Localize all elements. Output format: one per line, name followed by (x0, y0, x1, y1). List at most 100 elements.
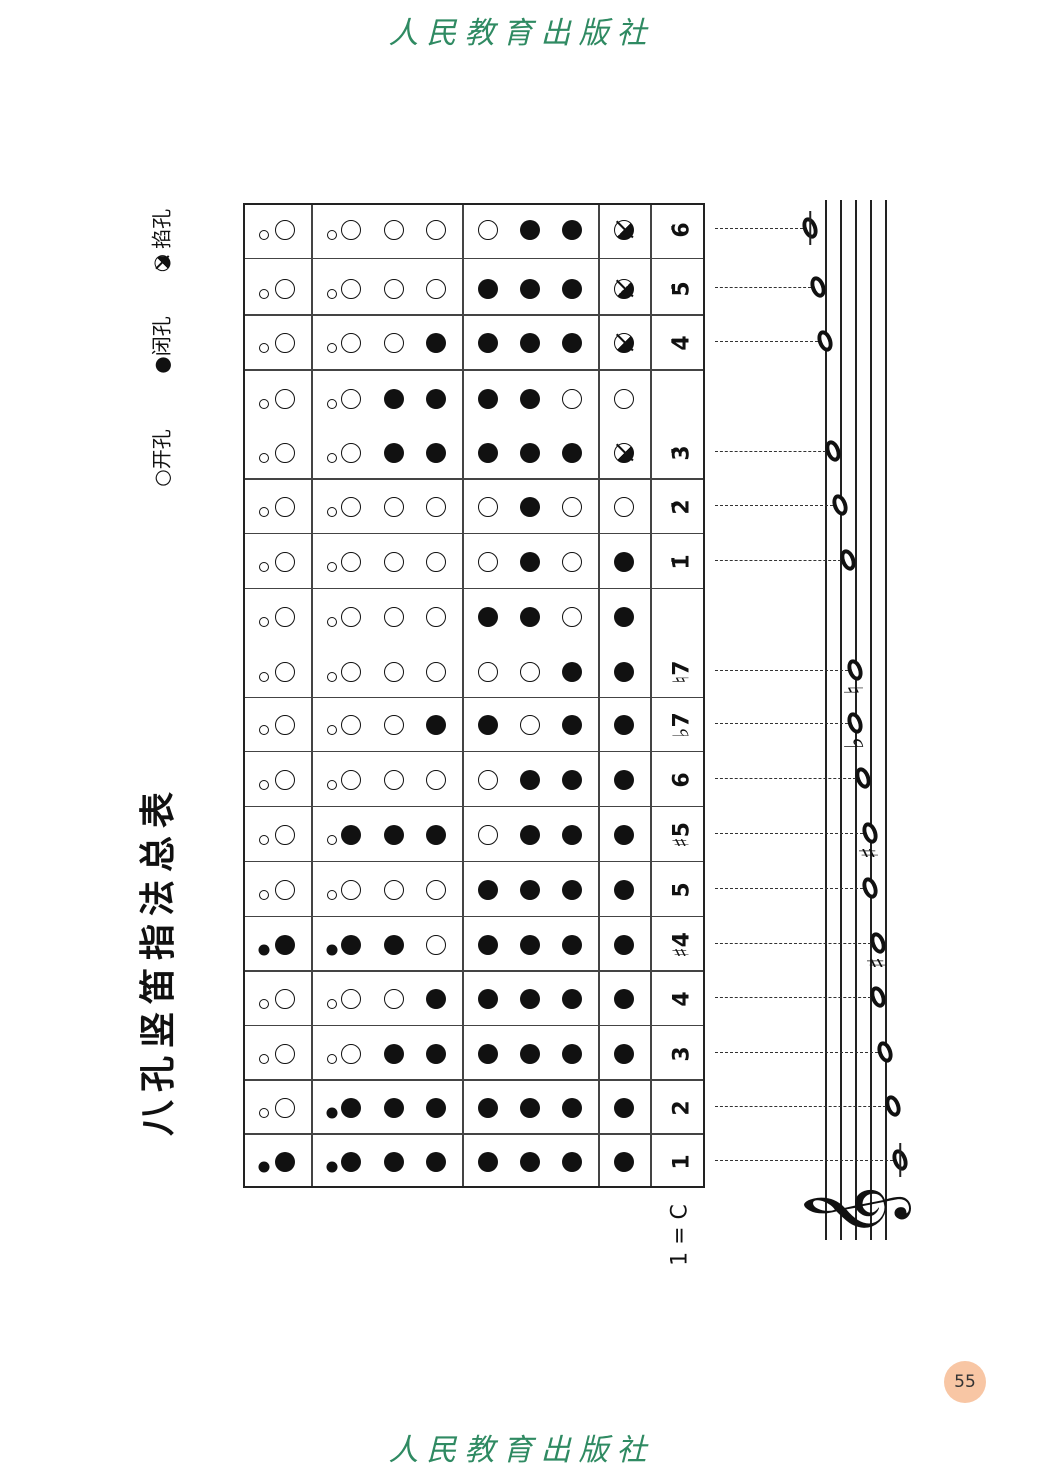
closed-hole-icon (341, 1098, 361, 1118)
open-hole-icon (520, 662, 540, 682)
open-hole-icon (562, 607, 582, 627)
open-hole-icon (426, 279, 446, 299)
closed-hole-icon (614, 825, 634, 845)
open-hole-icon (426, 935, 446, 955)
open-hole-icon (275, 552, 295, 572)
closed-hole-icon (562, 825, 582, 845)
closed-hole-icon (562, 333, 582, 353)
staff-line (885, 200, 887, 1240)
open-hole-icon (327, 890, 337, 900)
closed-hole-icon (426, 389, 446, 409)
open-hole-icon (327, 835, 337, 845)
note-label: 2̇ (669, 499, 695, 515)
staff-line (825, 200, 827, 1240)
open-hole-icon (259, 1108, 269, 1118)
guide-dashed-line (715, 997, 871, 998)
open-hole-icon (384, 552, 404, 572)
closed-hole-icon (520, 1152, 540, 1172)
open-hole-icon (275, 770, 295, 790)
open-hole-icon (259, 343, 269, 353)
note-label: 4̇ (669, 335, 695, 351)
closed-hole-icon (520, 935, 540, 955)
guide-dashed-line (715, 1160, 893, 1161)
open-hole-icon (327, 780, 337, 790)
note-label: ♮7 (669, 660, 695, 684)
closed-hole-icon (341, 825, 361, 845)
half-hole-icon (614, 333, 634, 353)
ledger-line (899, 1143, 901, 1177)
open-hole-icon (259, 725, 269, 735)
note-label: 1̇ (669, 554, 695, 570)
closed-hole-icon (426, 443, 446, 463)
closed-hole-icon (478, 333, 498, 353)
open-hole-icon (259, 562, 269, 572)
open-hole-icon (426, 220, 446, 240)
guide-dashed-line (715, 451, 826, 452)
closed-hole-icon (275, 935, 295, 955)
closed-hole-icon (426, 1044, 446, 1064)
open-hole-icon (275, 389, 295, 409)
closed-hole-icon (478, 279, 498, 299)
guide-dashed-line (715, 888, 863, 889)
guide-dashed-line (715, 341, 818, 342)
closed-hole-icon (478, 607, 498, 627)
row-divider (245, 860, 703, 862)
closed-hole-icon (520, 770, 540, 790)
open-hole-icon (341, 880, 361, 900)
open-hole-icon (384, 880, 404, 900)
open-hole-icon (259, 890, 269, 900)
open-hole-icon (259, 780, 269, 790)
open-hole-icon (384, 607, 404, 627)
open-hole-icon (341, 333, 361, 353)
closed-hole-icon (614, 607, 634, 627)
open-hole-icon (259, 230, 269, 240)
page-number: 55 (944, 1361, 986, 1403)
closed-hole-icon (341, 1152, 361, 1172)
closed-hole-icon (478, 389, 498, 409)
guide-dashed-line (715, 833, 863, 834)
row-divider (245, 970, 703, 972)
open-hole-icon (478, 220, 498, 240)
closed-hole-icon (326, 944, 338, 956)
open-hole-icon (327, 507, 337, 517)
closed-hole-icon (520, 497, 540, 517)
half-hole-icon (614, 443, 634, 463)
closed-hole-icon (562, 1152, 582, 1172)
whole-note (859, 875, 881, 901)
open-hole-icon (341, 279, 361, 299)
open-hole-icon (478, 552, 498, 572)
row-divider (245, 369, 703, 371)
open-hole-icon (341, 607, 361, 627)
closed-hole-icon (562, 279, 582, 299)
row-divider (245, 805, 703, 807)
guide-dashed-line (715, 670, 848, 671)
open-hole-icon (341, 552, 361, 572)
open-hole-icon (327, 1054, 337, 1064)
open-hole-icon (341, 1044, 361, 1064)
open-hole-icon (327, 617, 337, 627)
guide-dashed-line (715, 778, 856, 779)
closed-hole-icon (562, 1098, 582, 1118)
closed-hole-icon (426, 1098, 446, 1118)
closed-hole-icon (384, 825, 404, 845)
half-hole-icon (614, 279, 634, 299)
grid-divider (650, 205, 652, 1186)
row-divider (245, 750, 703, 752)
open-hole-icon (259, 617, 269, 627)
closed-hole-icon (520, 880, 540, 900)
closed-hole-icon (426, 989, 446, 1009)
closed-hole-icon (614, 552, 634, 572)
closed-hole-icon (562, 715, 582, 735)
closed-hole-icon (478, 1044, 498, 1064)
row-divider (245, 257, 703, 259)
open-hole-icon (259, 672, 269, 682)
note-label: 6̇ (669, 222, 695, 238)
open-hole-icon (562, 497, 582, 517)
closed-hole-icon (614, 1098, 634, 1118)
open-hole-icon (327, 562, 337, 572)
ledger-line (809, 211, 811, 245)
open-hole-icon (275, 497, 295, 517)
note-label: 5̇ (669, 281, 695, 297)
note-label: 6 (669, 772, 695, 788)
open-hole-icon (259, 399, 269, 409)
